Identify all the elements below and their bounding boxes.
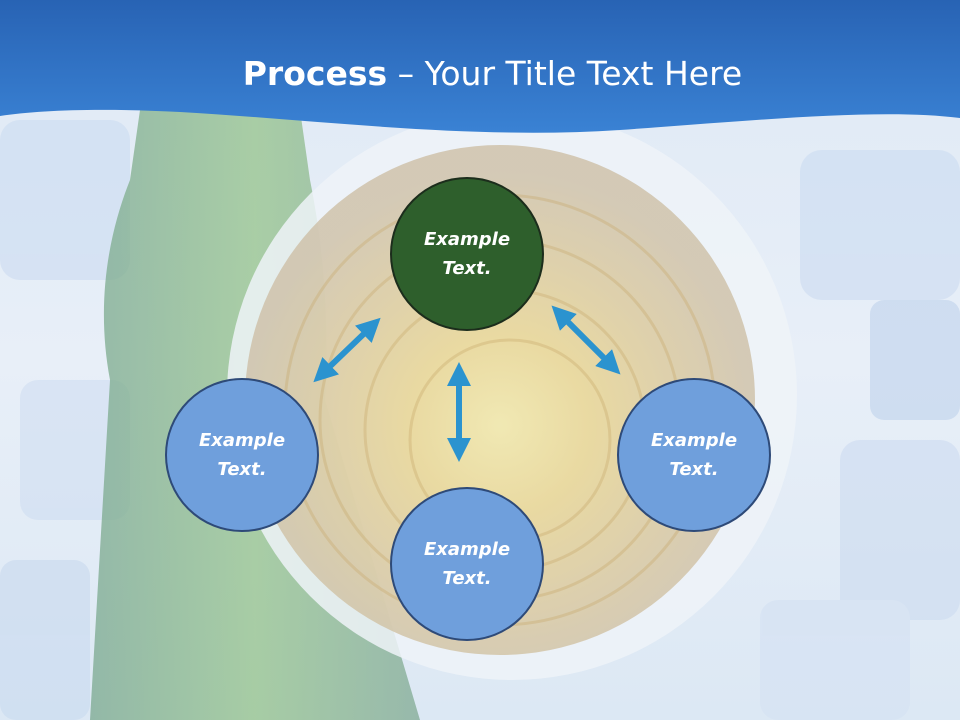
process-node-bottom[interactable]: Example Text. xyxy=(390,487,544,641)
node-label: Example Text. xyxy=(423,229,511,279)
process-node-right[interactable]: Example Text. xyxy=(617,378,771,532)
slide-title: Process – Your Title Text Here xyxy=(0,52,960,96)
title-rest: – Your Title Text Here xyxy=(387,54,743,93)
node-label: Example Text. xyxy=(198,430,286,480)
title-bold: Process xyxy=(242,54,388,93)
process-node-center[interactable]: Example Text. xyxy=(390,177,544,331)
process-node-left[interactable]: Example Text. xyxy=(165,378,319,532)
node-label: Example Text. xyxy=(650,430,738,480)
node-label: Example Text. xyxy=(423,539,511,589)
